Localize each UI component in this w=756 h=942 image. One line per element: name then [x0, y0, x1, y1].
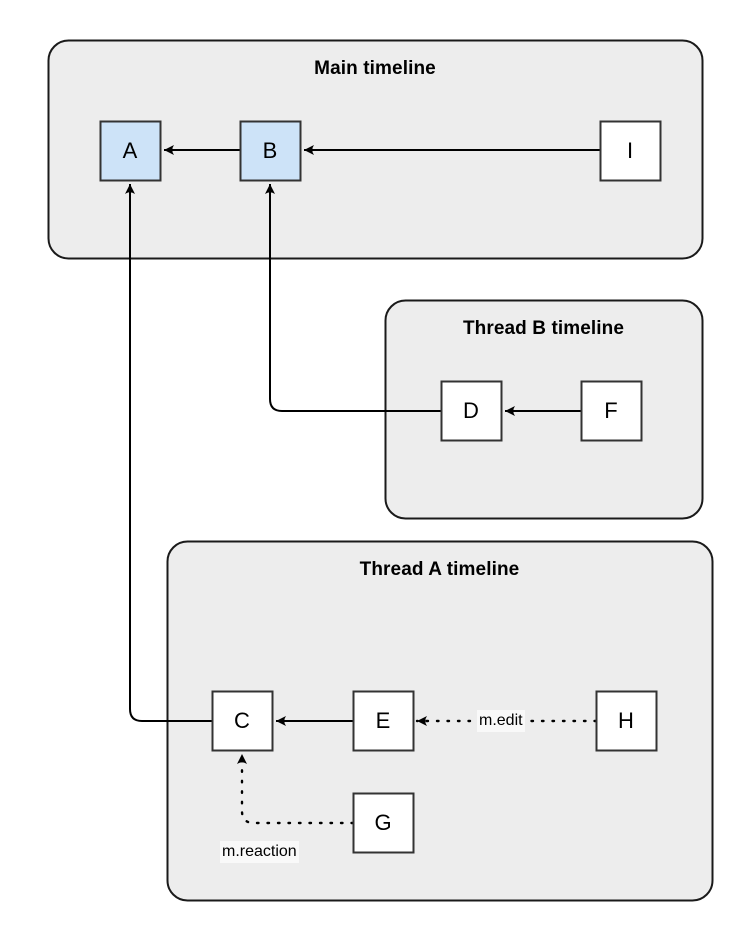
group-title-thread-a: Thread A timeline: [359, 559, 520, 580]
edge-label-H-to-E: m.edit: [477, 710, 525, 732]
edge-C-to-A[interactable]: [125, 184, 212, 722]
node-box-B[interactable]: [239, 120, 302, 182]
node-box-A[interactable]: [99, 120, 162, 182]
edge-D-to-B[interactable]: [265, 184, 441, 412]
node-box-F[interactable]: [580, 380, 643, 442]
node-box-E[interactable]: [352, 690, 415, 752]
edge-label-G-to-C: m.reaction: [220, 841, 299, 863]
node-box-H[interactable]: [595, 690, 658, 752]
group-title-main: Main timeline: [314, 58, 436, 79]
node-box-G[interactable]: [352, 792, 415, 854]
node-box-I[interactable]: [599, 120, 662, 182]
group-title-thread-b: Thread B timeline: [462, 318, 625, 339]
node-box-C[interactable]: [211, 690, 274, 752]
node-box-D[interactable]: [440, 380, 503, 442]
group-box-thread-b[interactable]: [384, 299, 704, 520]
